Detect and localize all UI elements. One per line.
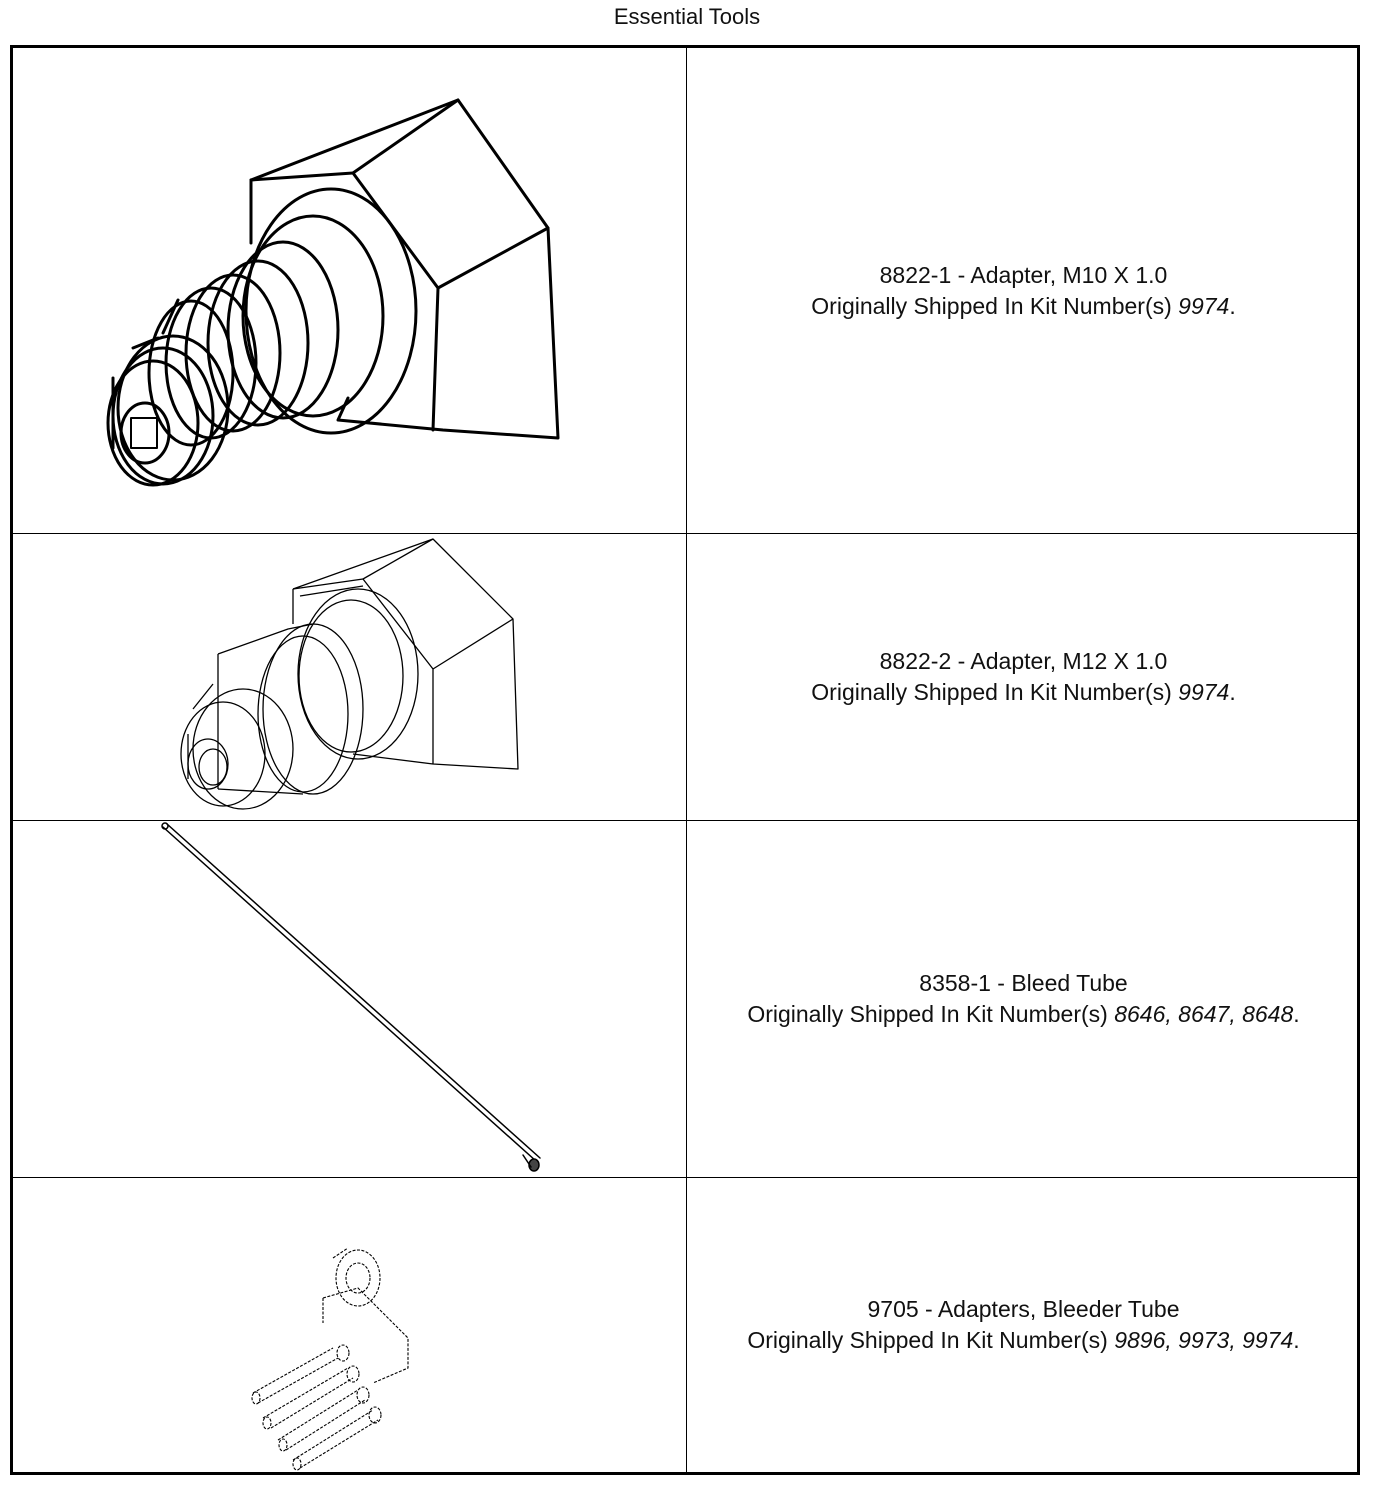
bleeder-tube-adapters-drawing [251, 1247, 409, 1471]
tool-name: 9705 - Adapters, Bleeder Tube [867, 1296, 1180, 1322]
line-suffix: . [1229, 679, 1236, 705]
kit-numbers: 8646, 8647, 8648 [1114, 1001, 1294, 1027]
description-cell: 8822-2 - Adapter, M12 X 1.0 Originally S… [687, 534, 1360, 820]
description-cell: 8358-1 - Bleed Tube Originally Shipped I… [687, 821, 1360, 1177]
kit-numbers: 9974 [1178, 292, 1230, 319]
image-cell [13, 1178, 686, 1472]
line-suffix: . [1229, 292, 1236, 319]
shipped-prefix: Originally Shipped In Kit Number(s) [747, 1327, 1115, 1353]
tool-name: 8358-1 - Bleed Tube [919, 970, 1128, 996]
page-title: Essential Tools [613, 4, 761, 29]
essential-tools-table: 8822-1 - Adapter, M10 X 1.0 Originally S… [10, 45, 1360, 1475]
description-cell: 9705 - Adapters, Bleeder Tube Originally… [687, 1178, 1360, 1472]
tool-name: 8822-1 - Adapter, M10 X 1.0 [879, 261, 1168, 288]
shipped-in-line: Originally Shipped In Kit Number(s) 9974… [811, 677, 1235, 708]
line-suffix: . [1293, 1327, 1300, 1353]
line-suffix: . [1293, 1001, 1300, 1027]
shipped-prefix: Originally Shipped In Kit Number(s) [747, 1001, 1115, 1027]
table-row: 8358-1 - Bleed Tube Originally Shipped I… [13, 821, 1357, 1177]
table-row: 8822-2 - Adapter, M12 X 1.0 Originally S… [13, 534, 1357, 820]
adapter-m10-drawing [106, 98, 560, 487]
shipped-in-line: Originally Shipped In Kit Number(s) 9896… [747, 1325, 1299, 1356]
kit-numbers: 9896, 9973, 9974 [1114, 1327, 1294, 1353]
image-cell [13, 48, 686, 533]
tool-name: 8822-2 - Adapter, M12 X 1.0 [879, 648, 1168, 674]
image-cell [13, 821, 686, 1177]
bleed-tube-drawing [161, 822, 541, 1172]
image-cell [13, 534, 686, 820]
table-row: 8822-1 - Adapter, M10 X 1.0 Originally S… [13, 48, 1357, 533]
table-row: 9705 - Adapters, Bleeder Tube Originally… [13, 1178, 1357, 1472]
adapter-m12-drawing [180, 538, 519, 810]
shipped-in-line: Originally Shipped In Kit Number(s) 8646… [747, 999, 1299, 1030]
shipped-in-line: Originally Shipped In Kit Number(s) 9974… [811, 291, 1235, 322]
kit-numbers: 9974 [1178, 679, 1230, 705]
shipped-prefix: Originally Shipped In Kit Number(s) [811, 292, 1179, 319]
description-cell: 8822-1 - Adapter, M10 X 1.0 Originally S… [687, 48, 1360, 533]
shipped-prefix: Originally Shipped In Kit Number(s) [811, 679, 1179, 705]
